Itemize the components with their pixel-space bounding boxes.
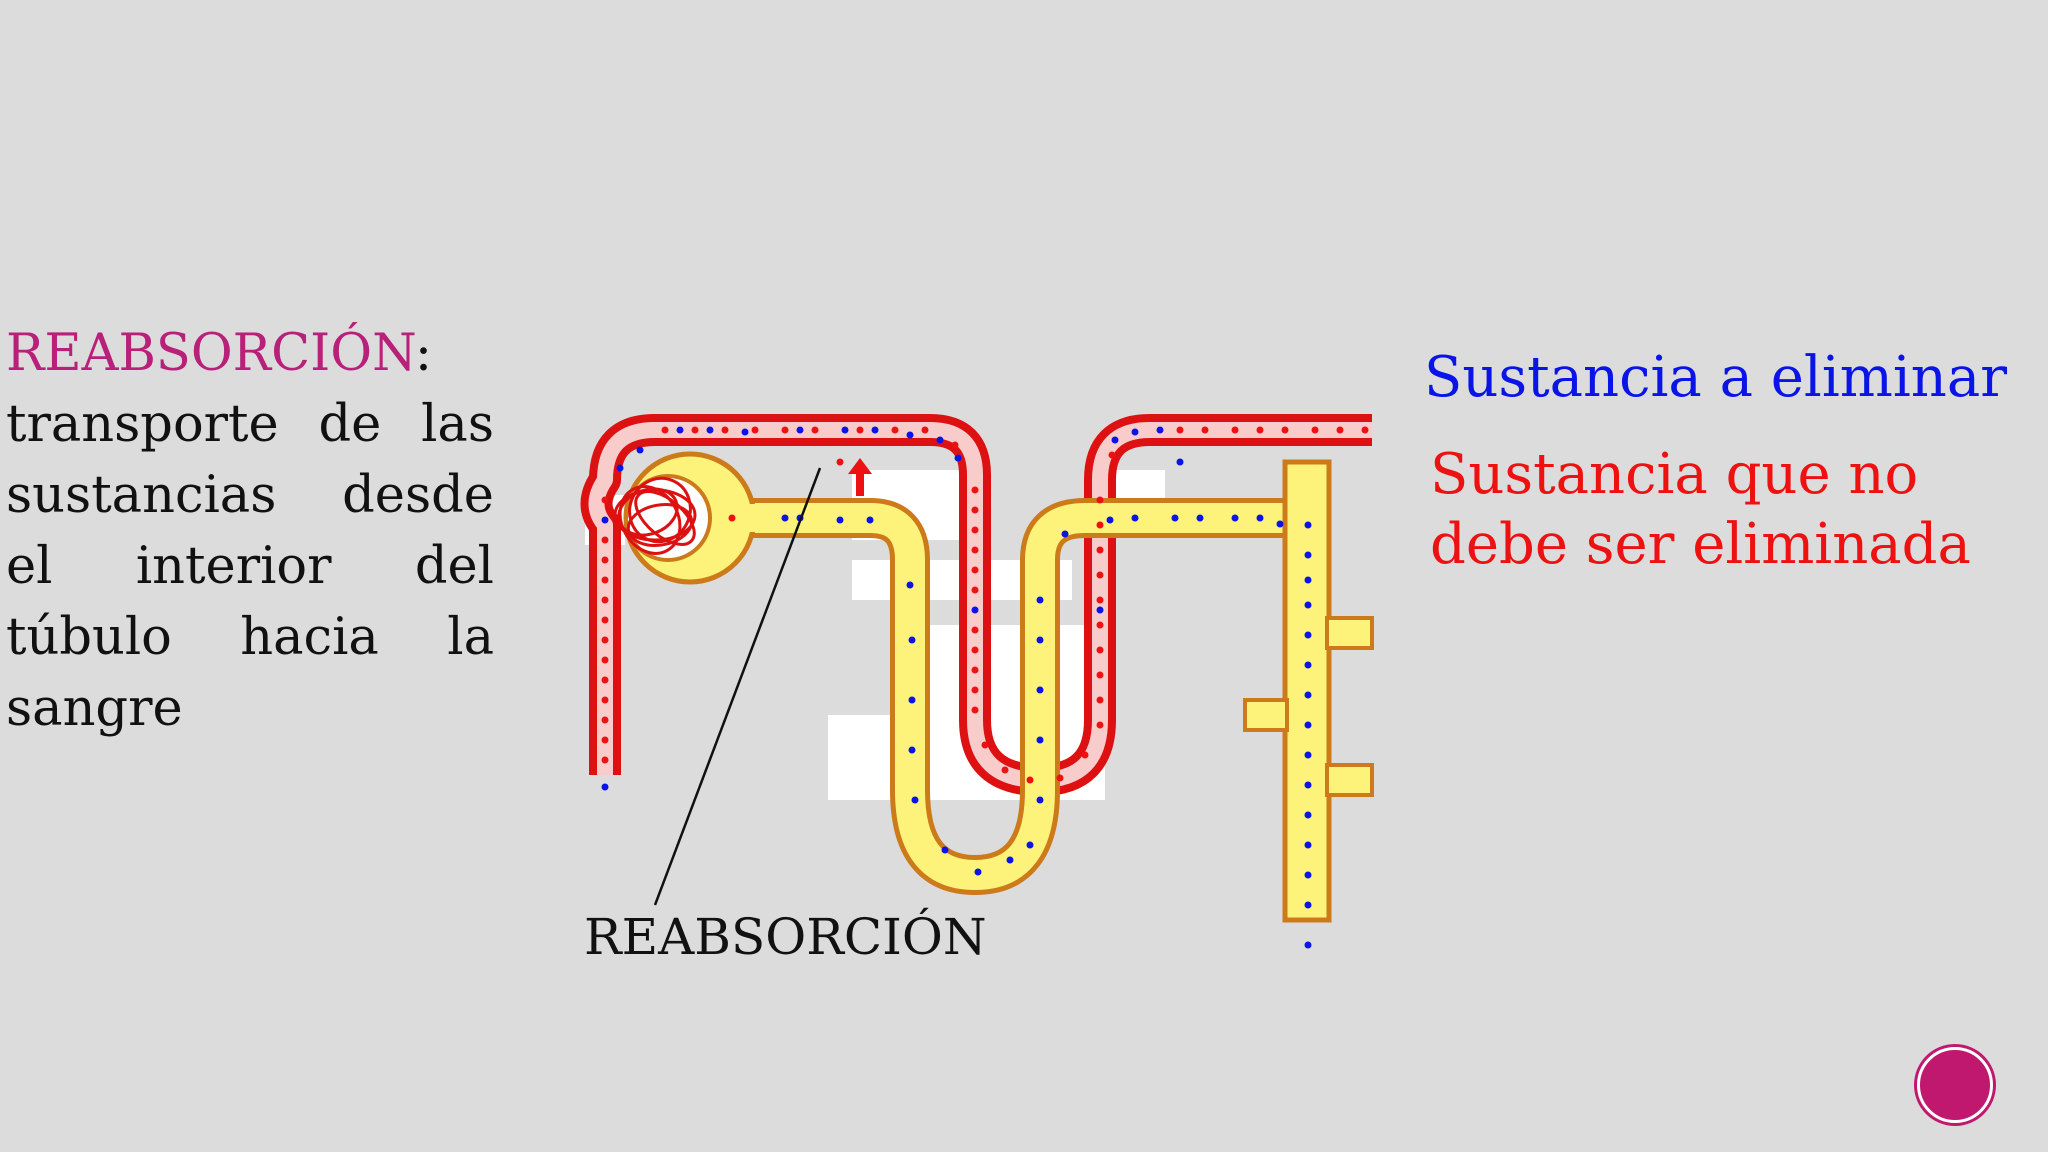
nav-button[interactable] [1917,1047,1993,1123]
peritubular-capillary [580,414,1372,796]
reabsorption-arrow [837,458,872,496]
definition-body: transporte de las sustancias desde el in… [6,395,494,738]
label-leader-line [653,467,822,906]
definition-term: REABSORCIÓN [6,324,415,383]
red-substance-dots [601,426,1369,784]
blue-substance-dots [601,426,1312,949]
legend-red-substance: Sustancia que no debe ser eliminada [1430,442,1971,577]
diagram-label-reabsorption: REABSORCIÓN [584,908,987,966]
legend-blue-substance: Sustancia a eliminar [1424,345,2007,410]
definition-text: REABSORCIÓN: transporte de las sustancia… [6,318,494,744]
glomerulus [613,476,697,555]
renal-tubule [740,498,1305,895]
definition-title: REABSORCIÓN: [6,318,494,389]
definition-colon: : [414,324,433,383]
